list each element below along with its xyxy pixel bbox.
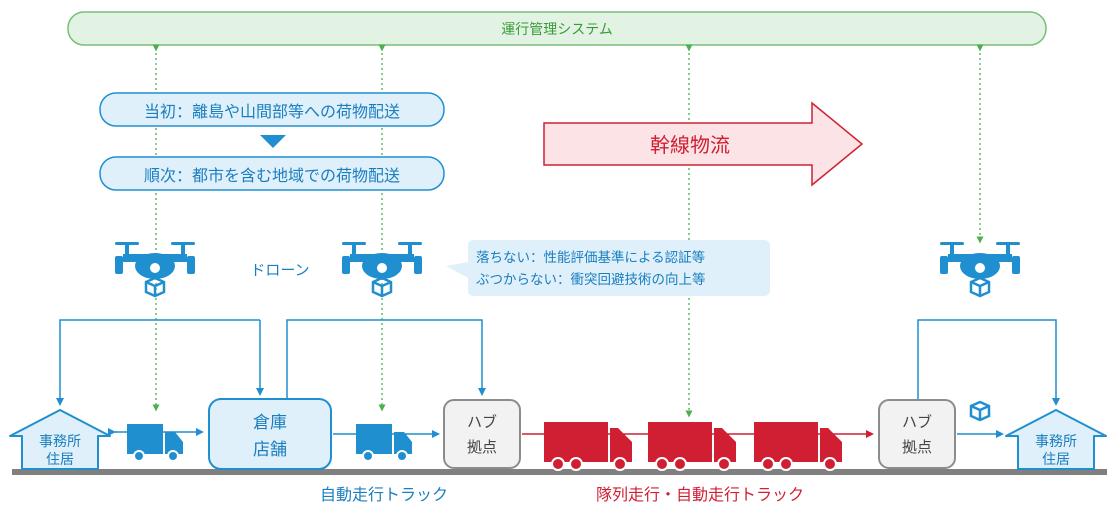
office-left-line-2: 住居 (46, 452, 74, 468)
office-right-line-1: 事務所 (1035, 434, 1077, 450)
phase-initial-box (99, 92, 445, 127)
operation-management-bar (67, 11, 1047, 46)
auto-truck-icon (355, 423, 413, 462)
drone-label: ドローン (250, 261, 309, 279)
office-left-house: 事務所 住居 (9, 409, 111, 470)
office-right-house: 事務所 住居 (1005, 409, 1107, 470)
phase-down-arrow (260, 135, 286, 148)
office-right-line-2: 住居 (1042, 452, 1070, 468)
warehouse-line-2: 店舗 (253, 440, 287, 460)
office-left-line-1: 事務所 (39, 434, 81, 450)
warehouse-line-1: 倉庫 (253, 413, 287, 433)
safety-callout (446, 240, 770, 296)
drone-icon (938, 240, 1022, 298)
auto-truck-icon (126, 423, 184, 462)
hub-left-line-1: ハブ (467, 413, 497, 431)
phase-initial-text: 当初：離島や山間部等への荷物配送 (144, 102, 400, 121)
platoon-truck-icon (753, 421, 843, 471)
safety-line-2: ぶつからない：衝突回避技術の向上等 (476, 271, 706, 288)
operation-management-label: 運行管理システム (501, 22, 613, 38)
ground-line (12, 469, 1107, 475)
drone-icon (113, 240, 197, 298)
hub-left-box: ハブ 拠点 (443, 399, 521, 469)
hub-right-box: ハブ 拠点 (878, 399, 956, 469)
hub-left-line-2: 拠点 (467, 438, 497, 456)
auto-truck-caption: 自動走行トラック (320, 485, 448, 504)
phase-next-box (99, 156, 445, 191)
phase-next-text: 順次：都市を含む地域での荷物配送 (144, 166, 400, 185)
hub-right-line-2: 拠点 (902, 438, 932, 456)
safety-line-1: 落ちない：性能評価基準による認証等 (476, 249, 705, 266)
warehouse-store-box: 倉庫 店舗 (208, 398, 332, 470)
platoon-truck-icon (543, 421, 633, 471)
platoon-truck-icon (647, 421, 737, 471)
hub-right-line-1: ハブ (902, 413, 932, 431)
drone-icon (340, 240, 424, 298)
platoon-truck-caption: 隊列走行・自動走行トラック (596, 485, 804, 504)
trunk-logistics-arrow (543, 101, 864, 187)
package-icon (969, 400, 991, 422)
trunk-logistics-label: 幹線物流 (650, 133, 730, 157)
drone-routes (56, 319, 1060, 406)
